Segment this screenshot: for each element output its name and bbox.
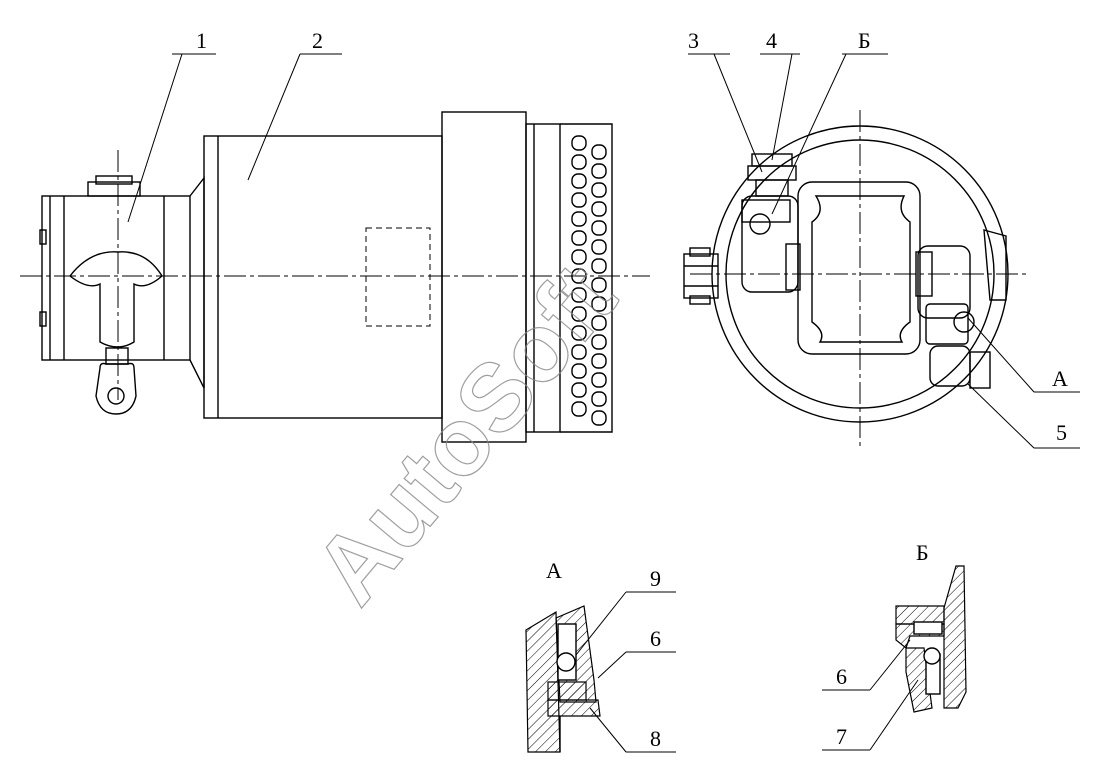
perforation-slot <box>591 391 607 407</box>
perforation-slot <box>591 163 607 179</box>
perforation-slot <box>591 353 607 369</box>
perforation-slot <box>591 315 607 331</box>
perforation-slot <box>571 192 587 208</box>
perforation-slot <box>591 239 607 255</box>
label-4: 4 <box>766 28 777 53</box>
perforation-slot <box>571 306 587 322</box>
label-b-top: Б <box>858 28 871 53</box>
perforation-slot <box>591 277 607 293</box>
perforation-slot <box>591 410 607 426</box>
part-2-drum <box>203 111 613 443</box>
perforation-slot <box>571 249 587 265</box>
label-7: 7 <box>836 724 847 749</box>
label-8: 8 <box>650 726 661 751</box>
detail-b <box>895 565 967 713</box>
perforation-slot <box>571 401 587 417</box>
label-1: 1 <box>196 28 207 53</box>
perforation-slot <box>591 144 607 160</box>
label-3: 3 <box>688 28 699 53</box>
perforation-slot <box>571 344 587 360</box>
perforation-slot <box>591 220 607 236</box>
perforation-slot <box>591 296 607 312</box>
perforation-slot <box>591 372 607 388</box>
label-5: 5 <box>1056 420 1067 445</box>
perforation-slot <box>591 201 607 217</box>
label-9: 9 <box>650 566 661 591</box>
perforation-slot <box>571 382 587 398</box>
leader-lines <box>127 53 1080 753</box>
label-2: 2 <box>312 28 323 53</box>
label-a-detail: А <box>546 558 562 583</box>
end-view <box>683 110 1030 450</box>
perforation-slot <box>571 135 587 151</box>
perforation-slot <box>591 334 607 350</box>
perforation-slot <box>571 287 587 303</box>
perforated-screen <box>571 135 607 426</box>
perforation-slot <box>591 182 607 198</box>
perforation-slot <box>571 211 587 227</box>
perforation-slot <box>571 363 587 379</box>
part-1-housing <box>39 175 205 415</box>
perforation-slot <box>571 154 587 170</box>
perforation-slot <box>571 268 587 284</box>
detail-a <box>525 605 601 753</box>
label-a-side: А <box>1052 366 1068 391</box>
label-b-detail: Б <box>916 540 929 565</box>
side-view <box>20 111 650 443</box>
perforation-slot <box>571 325 587 341</box>
label-6-a: 6 <box>650 626 661 651</box>
perforation-slot <box>571 230 587 246</box>
label-6-b: 6 <box>836 664 847 689</box>
perforation-slot <box>591 258 607 274</box>
perforation-slot <box>571 173 587 189</box>
watermark: AutoSoft <box>294 244 636 623</box>
callout-labels: 1 2 3 4 Б А 5 А Б 9 6 8 6 7 <box>196 28 1068 751</box>
